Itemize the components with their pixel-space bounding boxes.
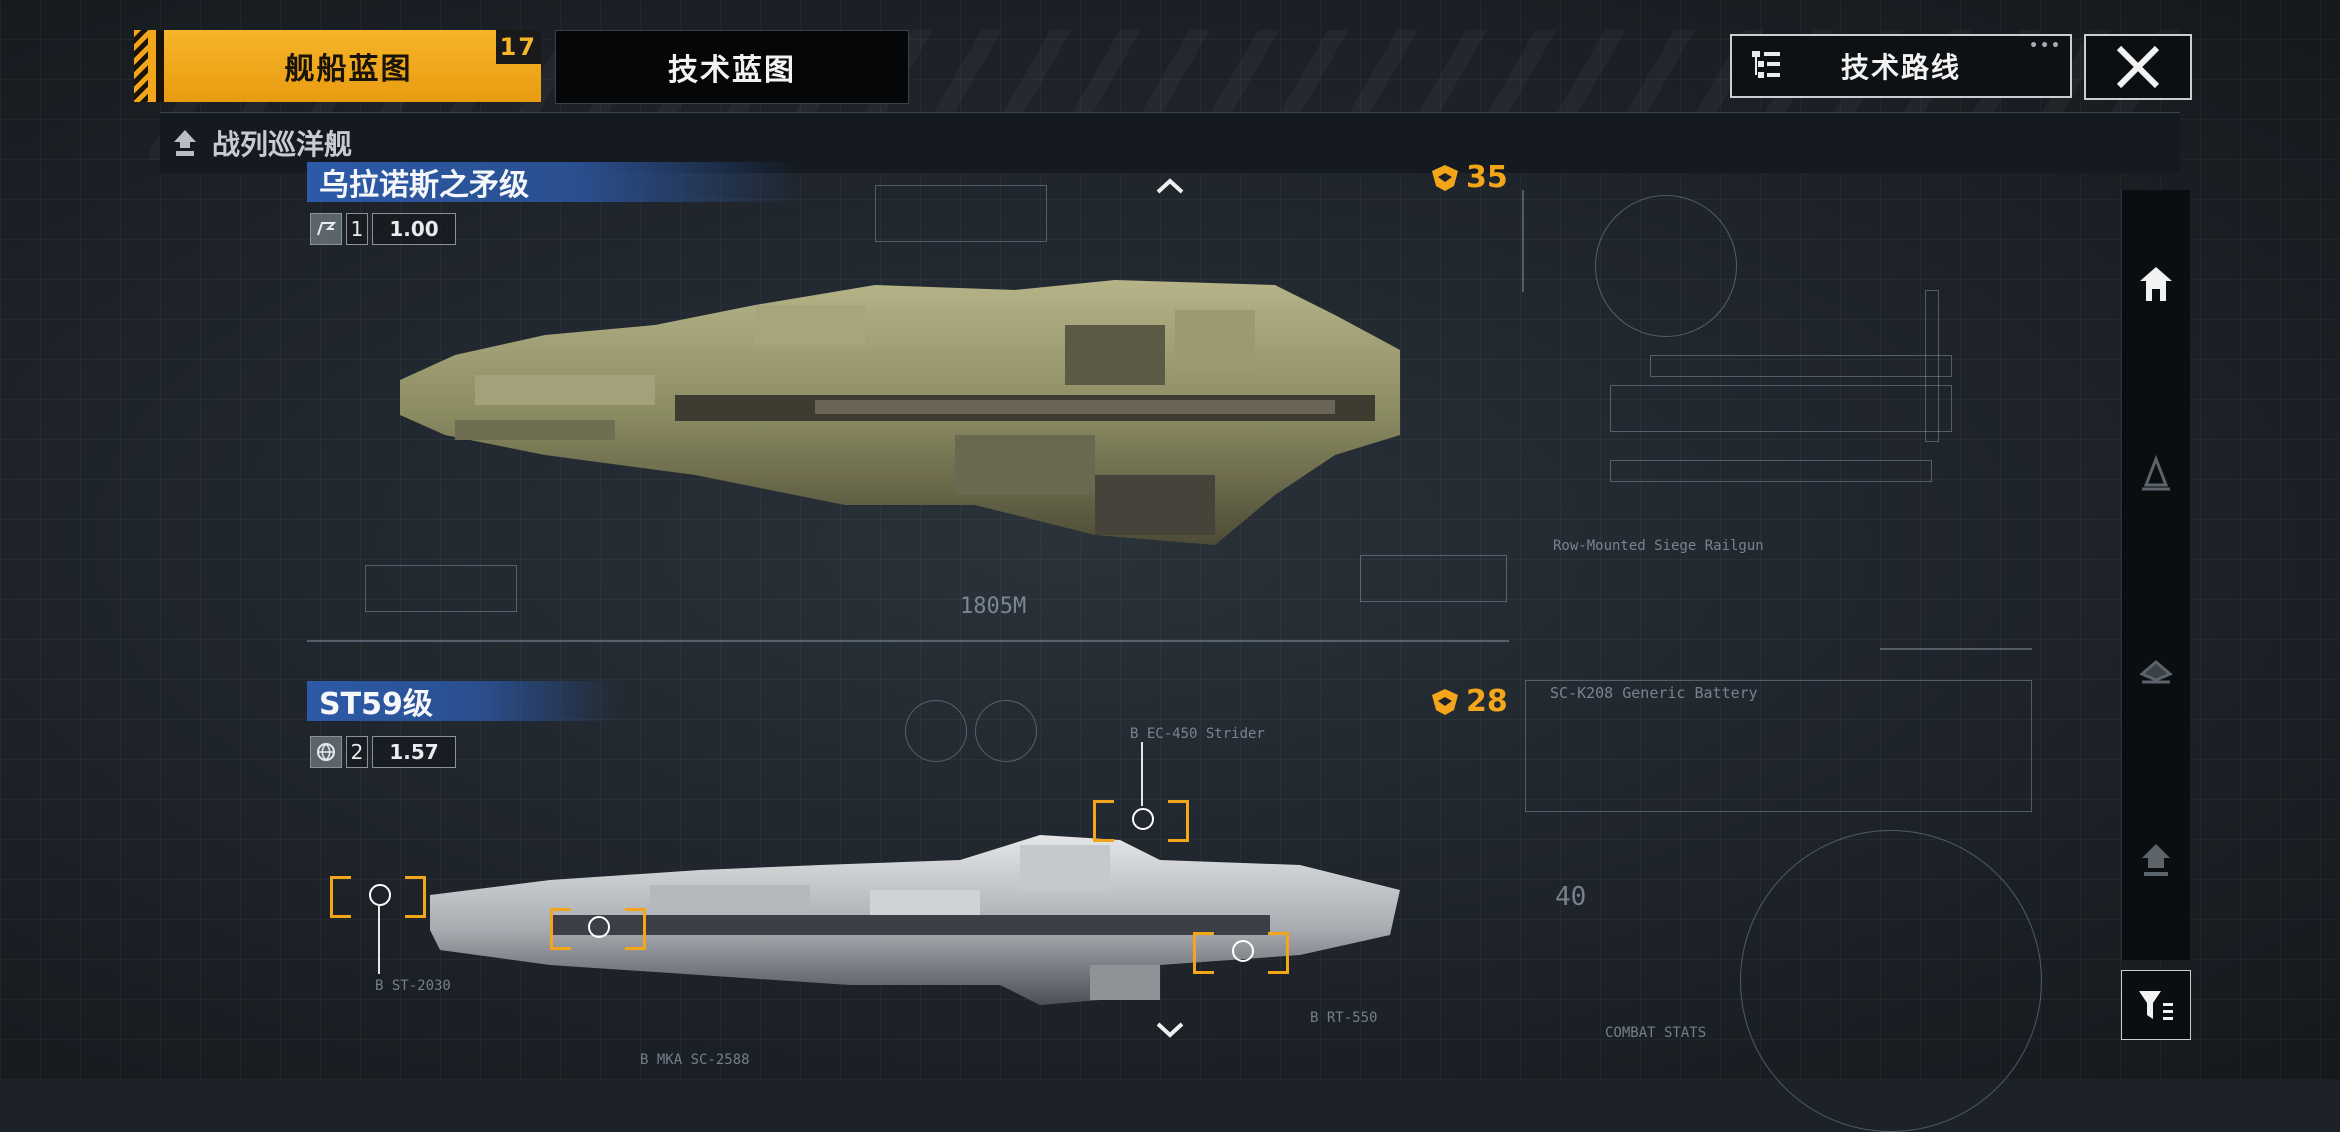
score-emblem-icon [1432,688,1458,715]
sub-label-mka: B MKA SC-2588 [640,1052,750,1068]
top-card-baseline [307,640,1509,642]
tab-tech-blueprint[interactable]: 技术蓝图 [555,30,909,104]
ship-class-icon [310,213,342,245]
hotspot-leader-line [378,904,380,974]
tab-stripe-marker [134,30,148,102]
battlecruiser-icon [174,130,196,156]
ship-name-tag: 乌拉诺斯之矛级 [307,162,799,203]
filter-button[interactable] [2121,970,2191,1040]
right-vertical-divider [1522,190,1524,292]
hotspot-leader-line [1141,742,1143,806]
upper-right-tall-bar [1925,290,1939,442]
close-button[interactable] [2084,34,2192,100]
weapon-hotspot-dot[interactable] [369,884,391,906]
tech-route-label: 技术路线 [1840,51,1961,84]
scroll-up-chevron-icon[interactable] [1155,176,1185,196]
ship-score: 28 [1430,684,1508,719]
globe-icon [317,743,335,761]
tree-list-icon [1752,51,1780,78]
filter-icon [2139,991,2173,1020]
blueprint-schematic-top-center [875,185,1047,242]
circle-gauge-a [905,700,967,762]
weapon-hotspot[interactable] [1093,800,1189,842]
ship-score-value: 35 [1466,160,1508,195]
weapon-hotspot-dot[interactable] [588,916,610,938]
ship-tier: 2 [346,736,368,768]
close-icon [2116,45,2160,89]
blueprint-schematic-right-b [1610,385,1952,432]
sub-label-st: B ST-2030 [375,978,451,994]
ship-name-tag: ST59级 [307,681,619,722]
battery-panel [1525,680,2032,812]
blueprint-schematic-right-c [1610,460,1932,482]
tab-tech-blueprint-label: 技术蓝图 [668,53,796,88]
score-emblem-icon [1432,164,1458,191]
ship-class-icon [310,736,342,768]
weapon-hotspot[interactable] [1193,932,1289,974]
weapon-hotspot-dot[interactable] [1232,940,1254,962]
ship-model-st59 [430,835,1400,1005]
big-arc-right [1740,830,2042,1132]
weapon-hotspot-dot[interactable] [1132,808,1154,830]
combat-stats-label: COMBAT STATS [1605,1025,1707,1041]
tab-ship-blueprint-label: 舰船蓝图 [284,52,413,87]
battery-label: SC-K208 Generic Battery [1550,684,1758,702]
rail-battlecruiser-icon[interactable] [2136,840,2176,880]
blueprint-small-ship [365,565,517,612]
rail-destroyer-icon[interactable] [2136,455,2176,495]
circle-gauge-b [975,700,1037,762]
ship-class-rail [2121,190,2190,960]
rail-cruiser-icon[interactable] [2136,650,2176,690]
right-scale-bar [1880,648,2032,650]
ship-tier: 1 [346,213,368,245]
ship-name: ST59级 [319,687,433,722]
ship-name: 乌拉诺斯之矛级 [319,168,529,203]
scroll-down-chevron-icon[interactable] [1155,1020,1185,1040]
blueprint-radar-circle [1595,195,1737,337]
weapon-spec-label: Row-Mounted Siege Railgun [1553,538,1764,554]
tab-ship-blueprint[interactable]: 舰船蓝图 17 [134,30,541,102]
weapon-hotspot[interactable] [330,876,426,918]
tech-route-button[interactable]: 技术路线 ••• [1730,34,2072,98]
sub-label-rt: B RT-550 [1310,1010,1378,1026]
sub-label-strider: B EC-450 Strider [1130,726,1265,742]
ship-stat-box: 1 1.00 [310,212,456,246]
ship-stat-box: 2 1.57 [310,735,456,769]
more-dots-icon: ••• [2029,38,2062,54]
length-measure-label: 1805M [960,594,1027,619]
counter-label: 40 [1555,882,1587,912]
category-label: 战列巡洋舰 [212,128,353,161]
ship-value: 1.00 [372,213,456,245]
ship-value: 1.57 [372,736,456,768]
ship-blueprint-count-badge: 17 [495,30,541,64]
tab-bar: 舰船蓝图 17 技术蓝图 [134,30,909,104]
ship-score: 35 [1430,160,1508,195]
rail-carrier-icon[interactable] [2136,265,2176,305]
flag-icon [317,222,336,236]
weapon-hotspot[interactable] [550,908,646,950]
blueprint-schematic-right-a [1650,355,1952,377]
blueprint-wave-box [1360,555,1507,602]
ship-model-uranos [400,280,1400,545]
ship-score-value: 28 [1466,684,1508,719]
